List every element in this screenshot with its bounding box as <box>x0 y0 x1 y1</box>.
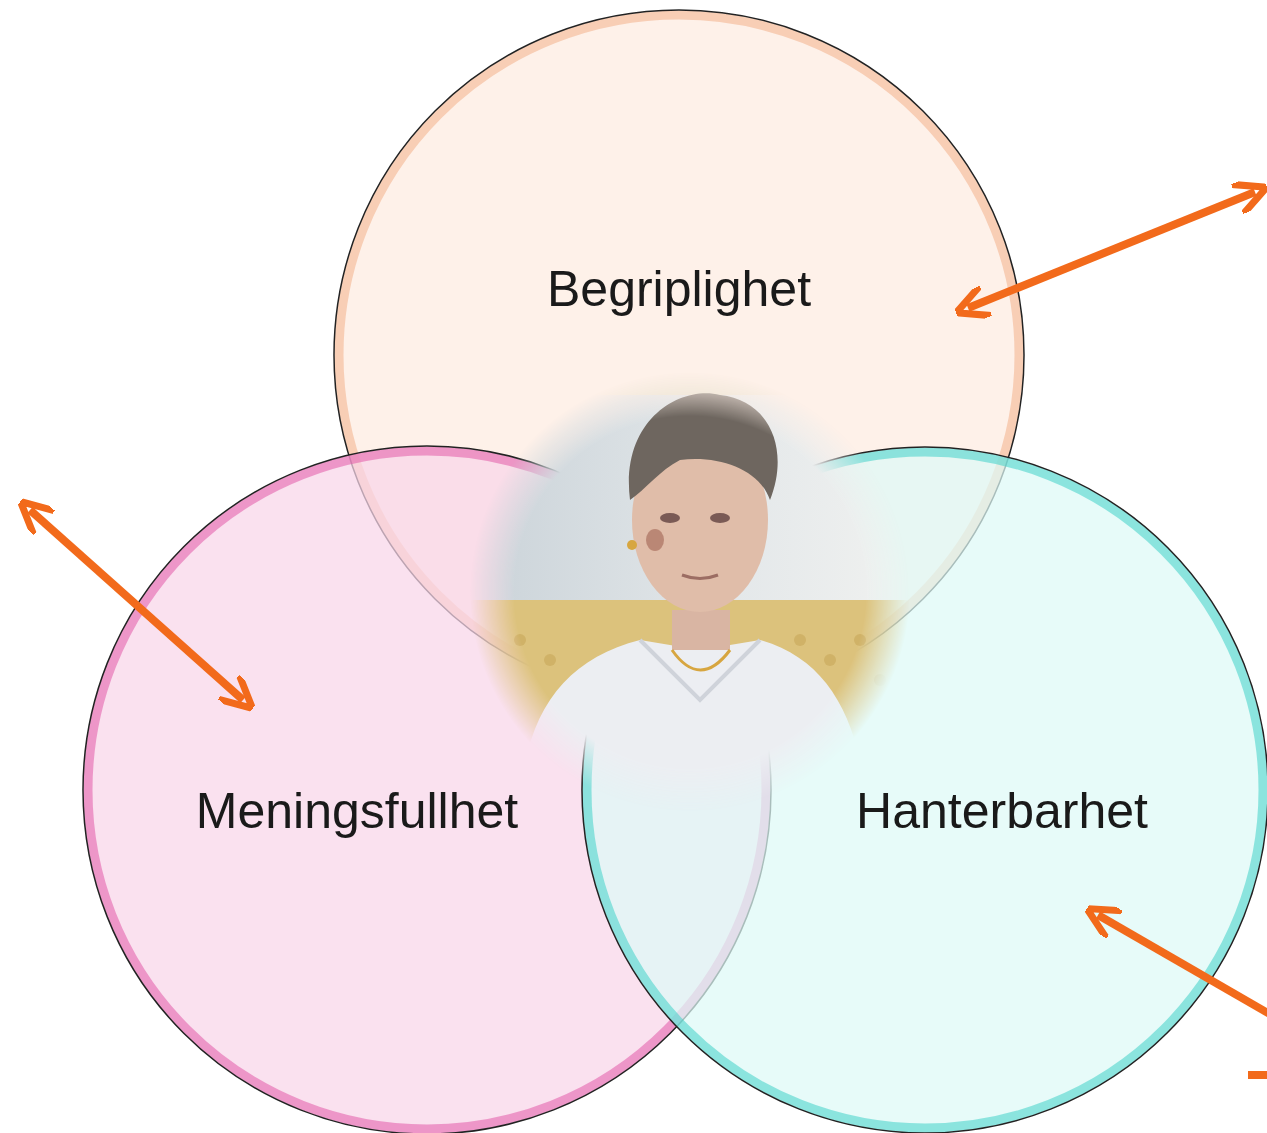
venn-circle: Meningsfullhet <box>82 445 772 1133</box>
leader-arrow <box>968 192 1255 308</box>
circle-label: Meningsfullhet <box>196 783 518 841</box>
leader-arrow <box>1248 1071 1267 1079</box>
circle-outline <box>333 9 1025 701</box>
circle-label: Hanterbarhet <box>856 783 1148 841</box>
circle-label: Begriplighet <box>547 261 811 319</box>
venn-circle: Begriplighet <box>333 9 1025 701</box>
venn-circle: Hanterbarhet <box>581 446 1267 1133</box>
